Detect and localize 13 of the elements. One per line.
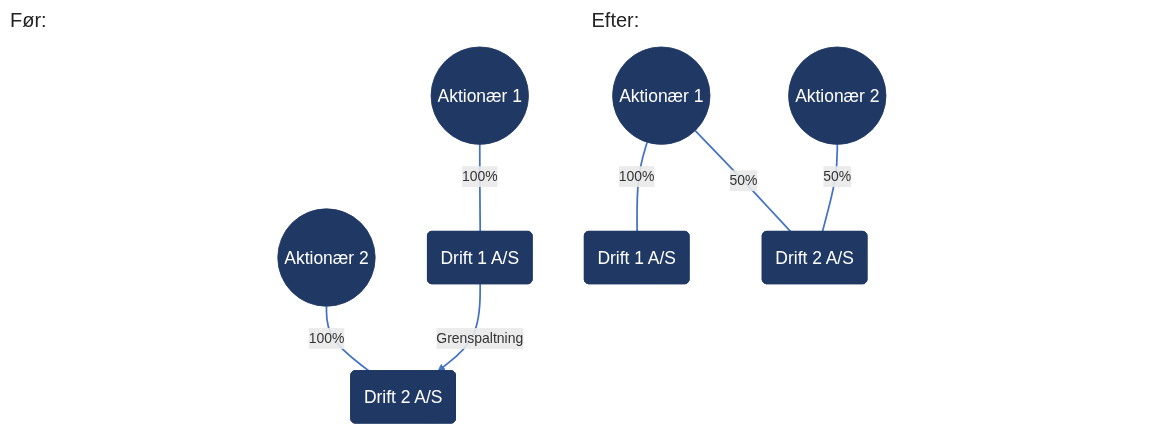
node-circle: Aktionær 2	[276, 208, 376, 307]
node-circle: Aktionær 1	[611, 46, 711, 145]
node-circle: Aktionær 2	[787, 46, 887, 145]
node-circle: Aktionær 1	[430, 46, 529, 145]
panel-heading: Før:	[9, 8, 48, 32]
edge-label: Grenspaltning	[435, 330, 523, 346]
panel-heading: Efter:	[590, 8, 641, 32]
edge-label: 100%	[461, 168, 498, 184]
edge-label: 50%	[822, 168, 851, 184]
edge-label: 100%	[618, 168, 655, 184]
connector	[693, 129, 792, 233]
edge-label: 100%	[308, 330, 344, 346]
edge-label: 50%	[729, 172, 758, 188]
